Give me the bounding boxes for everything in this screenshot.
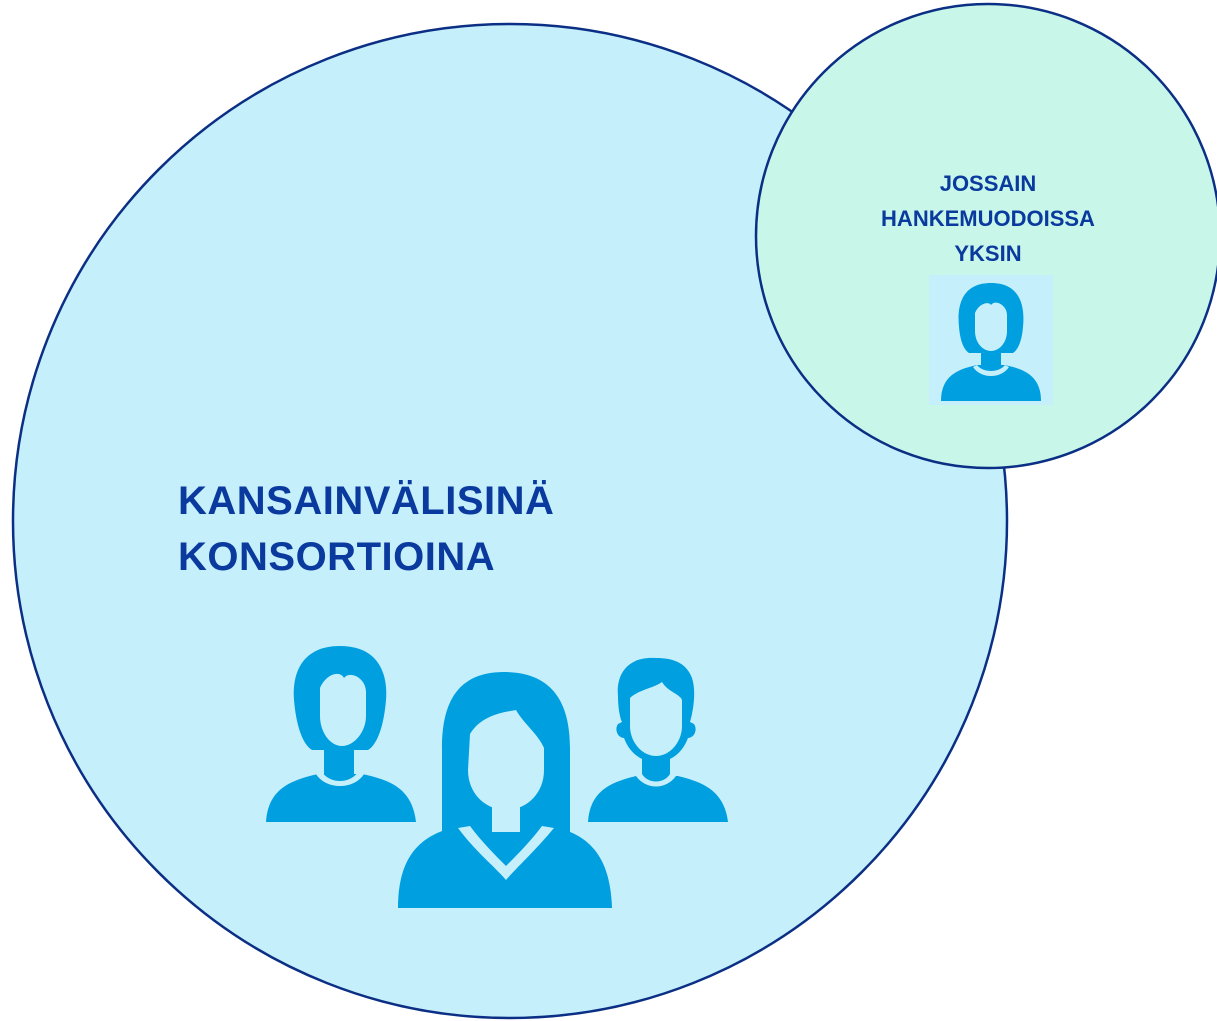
single-person-icon xyxy=(929,275,1053,405)
small-circle xyxy=(754,2,1217,470)
person-left xyxy=(266,646,416,822)
person-center xyxy=(398,672,612,908)
single-label: JOSSAIN HANKEMUODOISSA YKSIN xyxy=(881,171,1095,266)
person-right xyxy=(588,657,728,822)
large-group-label: KANSAINVÄLISINÄ KONSORTIOINA xyxy=(178,479,555,579)
people-group-icon xyxy=(266,646,728,908)
